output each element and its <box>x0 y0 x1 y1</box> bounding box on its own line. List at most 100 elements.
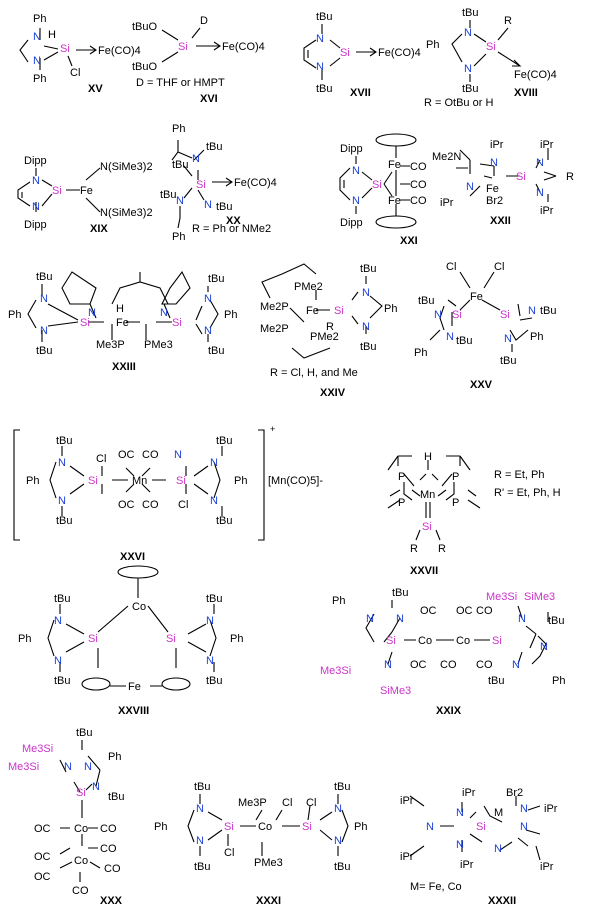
n-atom: N <box>504 333 512 345</box>
ph-label: Ph <box>332 595 345 607</box>
pme2-label: PMe2 <box>310 331 339 343</box>
ipr-label: iPr <box>440 197 454 209</box>
mn-label: Mn <box>132 475 147 487</box>
me3p-label: Me3P <box>238 797 267 809</box>
tbu-label: tBu <box>418 295 435 307</box>
n-atom: N <box>160 307 168 319</box>
structure-xvii: tBu N Si Fe(CO)4 N tBu XVII <box>303 11 421 99</box>
co-ligand: CO <box>100 843 117 855</box>
n-atom: N <box>396 613 404 625</box>
n-atom: N <box>490 157 498 169</box>
cl-label: Cl <box>494 261 504 273</box>
compound-label: XXIX <box>436 705 462 717</box>
si-atom: Si <box>500 309 510 321</box>
br2-label: Br2 <box>506 787 523 799</box>
cl-label: Cl <box>224 847 234 859</box>
structure-xxviii: Co tBu tBu N N Ph Si Si Ph N N tBu tBu F… <box>18 565 243 717</box>
n-atom: N <box>352 195 360 207</box>
tbu-label: tBu <box>208 273 225 285</box>
co-ligand: CO <box>72 885 89 897</box>
n-atom: N <box>40 293 48 305</box>
tbu-label: tBu <box>316 83 333 95</box>
co-ligand: CO <box>440 659 457 671</box>
tbu-label: tBu <box>216 515 233 527</box>
ph-label: Ph <box>154 821 167 833</box>
si-atom: Si <box>486 41 496 53</box>
pme3-label: PMe3 <box>144 339 173 351</box>
n-atom: N <box>362 321 370 333</box>
fe-label: Fe <box>306 305 319 317</box>
si-atom: Si <box>60 43 70 55</box>
co-ligand: CO <box>476 605 493 617</box>
n-atom: N <box>54 655 62 667</box>
n-atom: N <box>334 835 342 847</box>
structure-xviii: tBu Ph N R Si Fe(CO)4 N tBu R = OtBu or … <box>424 7 557 109</box>
dipp-label: Dipp <box>340 217 363 229</box>
oc-ligand: OC <box>118 449 135 461</box>
ph-label: Ph <box>230 633 243 645</box>
n-atom: N <box>196 835 204 847</box>
fe-label: Fe <box>128 681 141 693</box>
co-label: Co <box>456 635 470 647</box>
si-atom: Si <box>172 317 182 329</box>
co-label: Co <box>74 823 88 835</box>
ph-label: Ph <box>426 39 439 51</box>
structure-xix: Dipp N Si Fe N(SiMe3)2 N(SiMe3)2 N Dipp … <box>17 155 153 235</box>
n-atom: N <box>210 495 218 507</box>
compound-label: XX <box>226 215 241 227</box>
n-atom: N <box>206 655 214 667</box>
si-atom: Si <box>88 633 98 645</box>
si-atom: Si <box>196 179 206 191</box>
ipr-label: iPr <box>462 787 476 799</box>
me3si-label: Me3Si <box>320 665 351 677</box>
compound-note: D = THF or HMPT <box>136 77 225 89</box>
fe-co4-label: Fe(CO)4 <box>378 47 421 59</box>
n-atom: N <box>32 201 40 213</box>
ph-label: Ph <box>530 331 543 343</box>
si-atom: Si <box>372 179 382 191</box>
n-atom: N <box>366 613 374 625</box>
oc-ligand: OC <box>420 605 437 617</box>
n-atom: N <box>206 615 214 627</box>
n-atom: N <box>466 181 474 193</box>
tbu-label: tBu <box>360 341 377 353</box>
tbu-label: tBu <box>462 7 479 19</box>
tbu-label: tBu <box>456 335 473 347</box>
si-atom: Si <box>476 821 486 833</box>
cl-label: Cl <box>178 499 188 511</box>
tbu-label: tBu <box>206 593 223 605</box>
ph-label: Ph <box>414 347 427 359</box>
n-atom: N <box>362 287 370 299</box>
nsime3-label: N(SiMe3)2 <box>100 161 153 173</box>
compound-label: XIX <box>90 223 108 235</box>
compound-note: R = OtBu or H <box>424 97 493 109</box>
cl-label: Cl <box>282 797 292 809</box>
ph-label: Ph <box>354 821 367 833</box>
n-atom: N <box>426 821 434 833</box>
tbu-label: tBu <box>36 345 53 357</box>
dipp-label: Dipp <box>340 143 363 155</box>
tbu-label: tBu <box>76 727 93 739</box>
compound-label: XXIV <box>320 387 346 399</box>
si-atom: Si <box>76 787 86 799</box>
structure-xxii: Me2N iPr N iPr N Si R N Fe Br2 iPr N iPr… <box>432 139 574 227</box>
tbu-label: tBu <box>500 355 517 367</box>
sime3-label: SiMe3 <box>524 591 555 603</box>
structure-xxi: Dipp N Fe CO Si CO Fe CO N Dipp XXI <box>339 133 427 247</box>
ph-label: Ph <box>18 633 31 645</box>
ph-label: Ph <box>234 475 247 487</box>
tbuo-label: tBuO <box>132 61 158 73</box>
tbu-label: tBu <box>540 305 557 317</box>
n-atom: N <box>520 821 528 833</box>
tbu-label: tBu <box>216 201 233 213</box>
cl-label: Cl <box>96 453 106 465</box>
n-atom: N <box>40 325 48 337</box>
tbu-label: tBu <box>334 861 351 873</box>
tbu-label: tBu <box>316 11 333 23</box>
p-label: P <box>398 471 405 483</box>
n-atom: N <box>456 807 464 819</box>
p-label: P <box>452 471 459 483</box>
compound-label: XXIII <box>112 361 136 373</box>
tbu-label: tBu <box>108 791 125 803</box>
structure-xxvi: tBu Cl OC CO N tBu + N N Ph Si Mn Si Ph … <box>13 424 323 563</box>
